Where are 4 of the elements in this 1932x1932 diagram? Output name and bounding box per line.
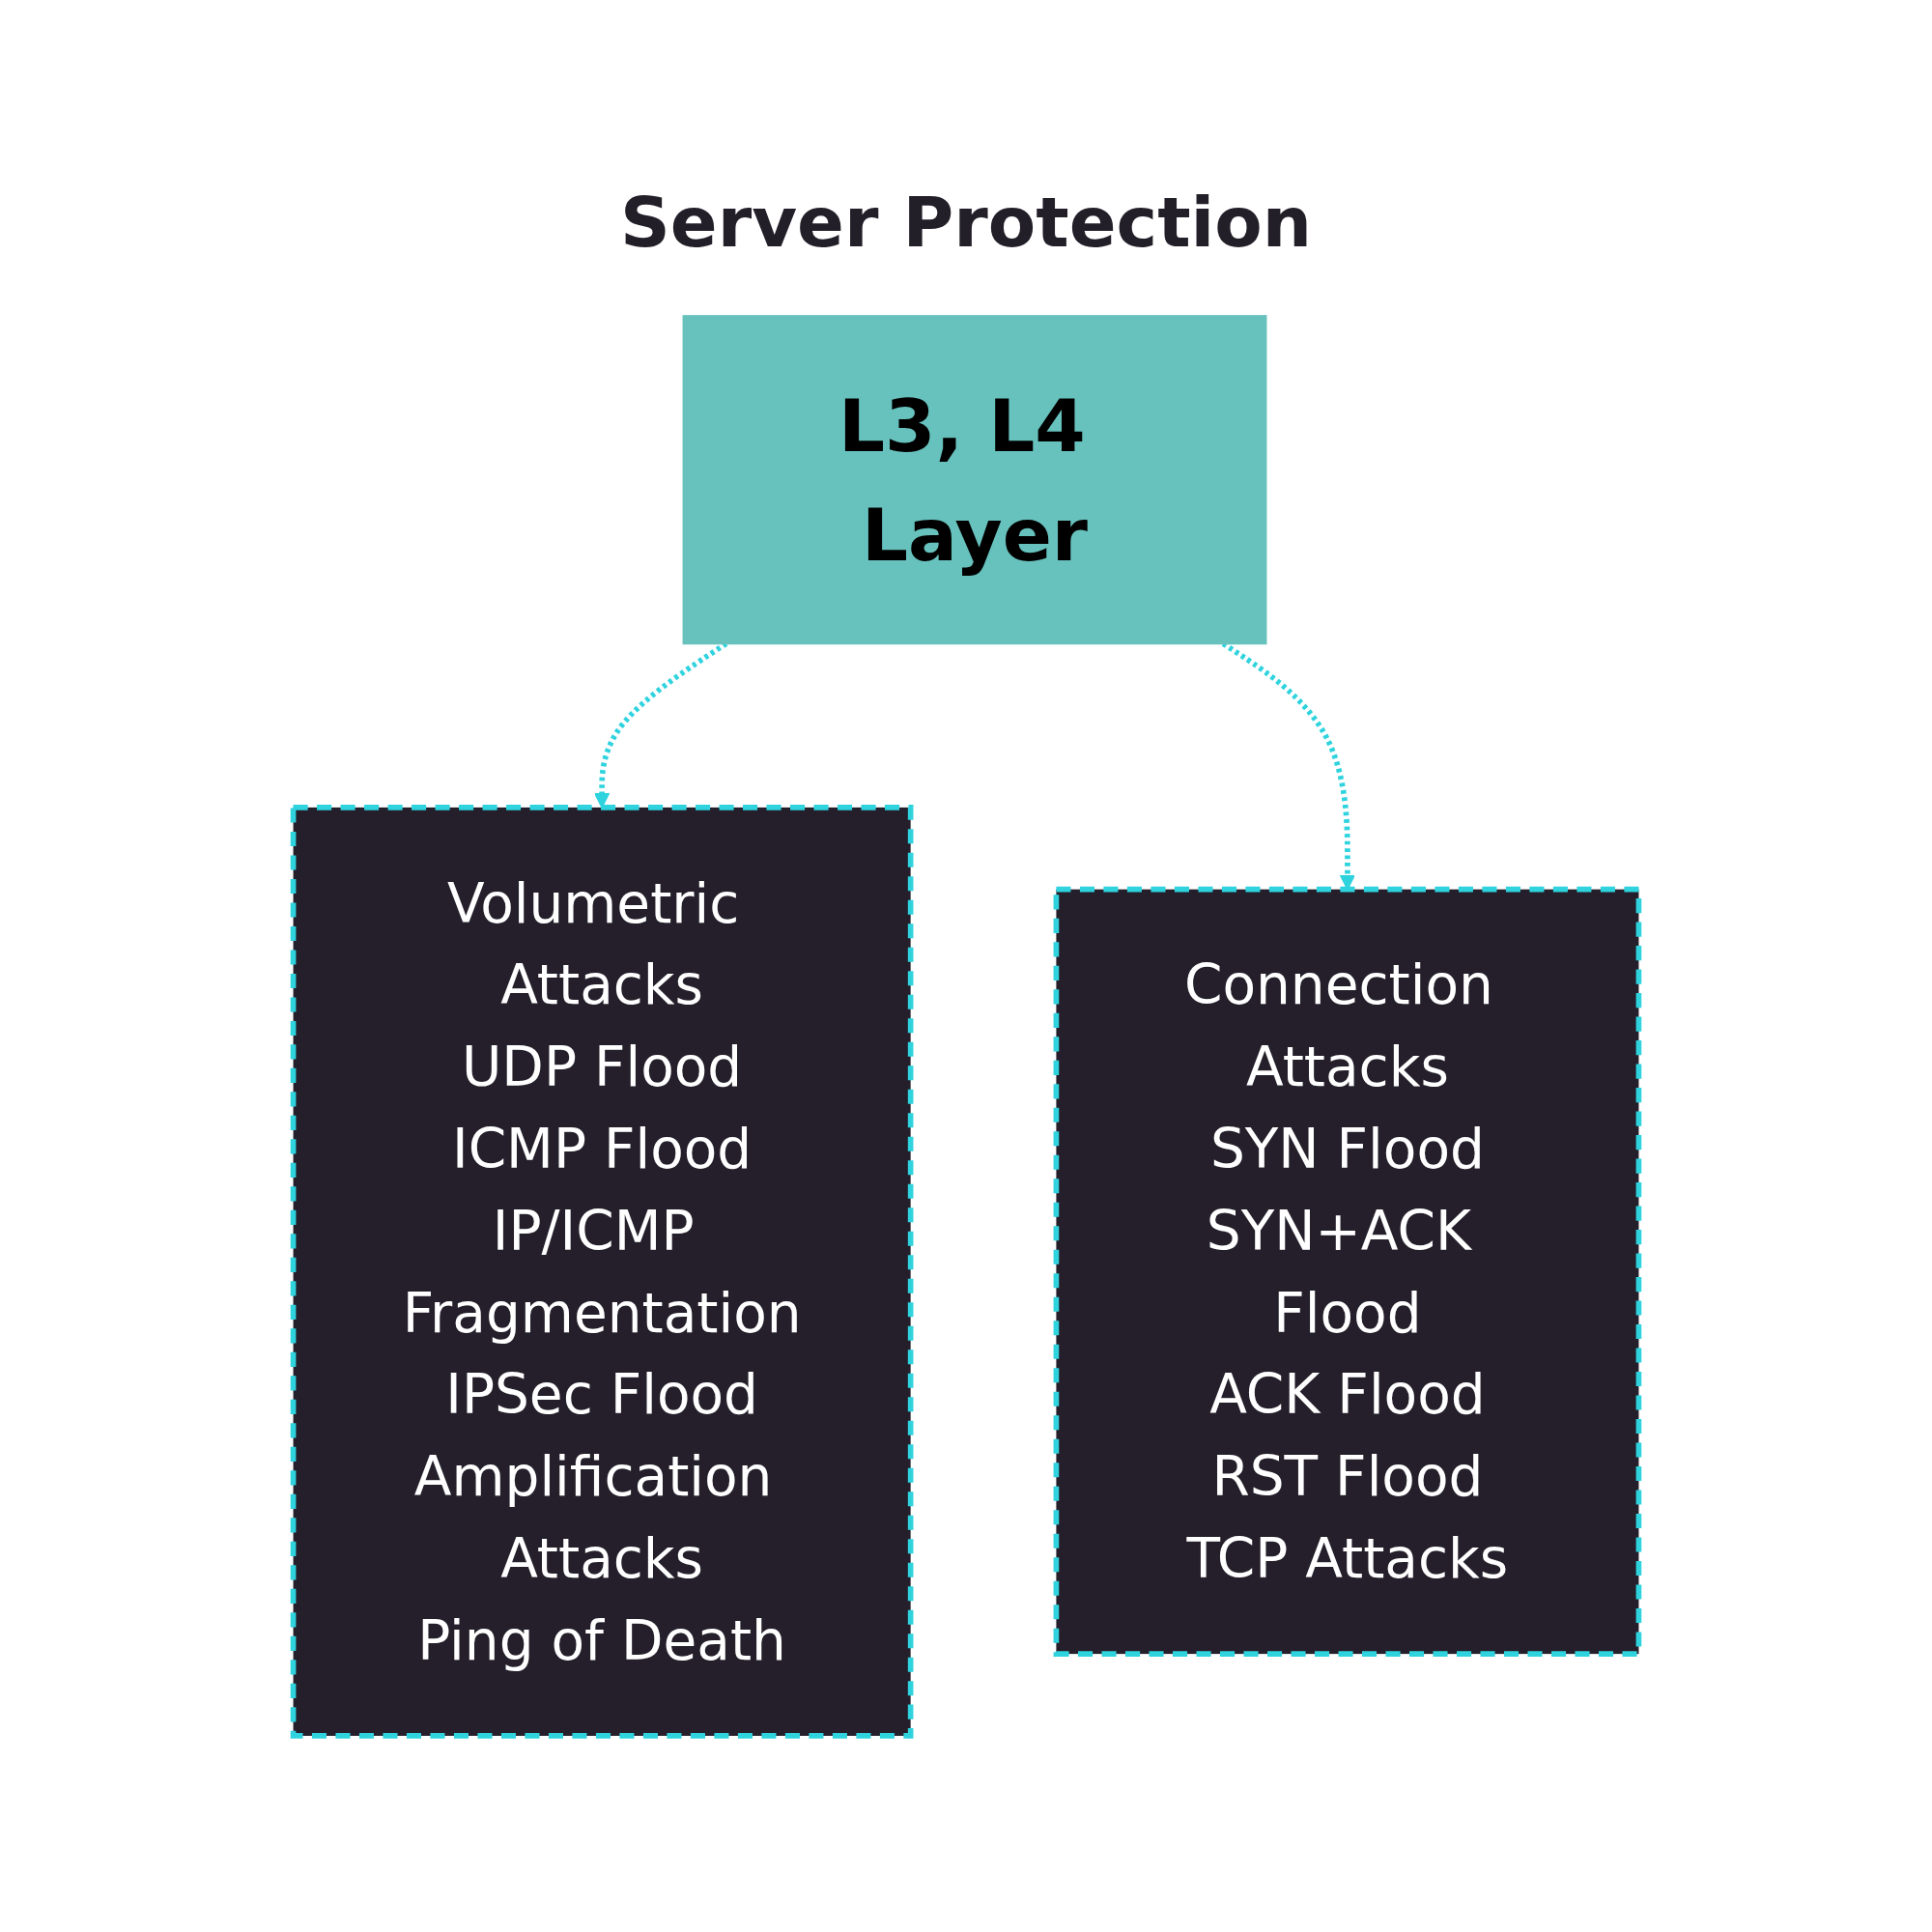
node-box: L3, L4 Layer <box>682 315 1267 645</box>
diagram-title: Server Protection <box>620 182 1312 263</box>
node-box: Volumetric Attacks UDP Flood ICMP Flood IP/ICMP Fragmentation IPSec Flood Amplification Attacks Ping of Death <box>290 805 914 1739</box>
node-box: Connection Attacks SYN Flood SYN+ACK Flood ACK Flood RST Flood TCP Attacks <box>1053 886 1642 1657</box>
